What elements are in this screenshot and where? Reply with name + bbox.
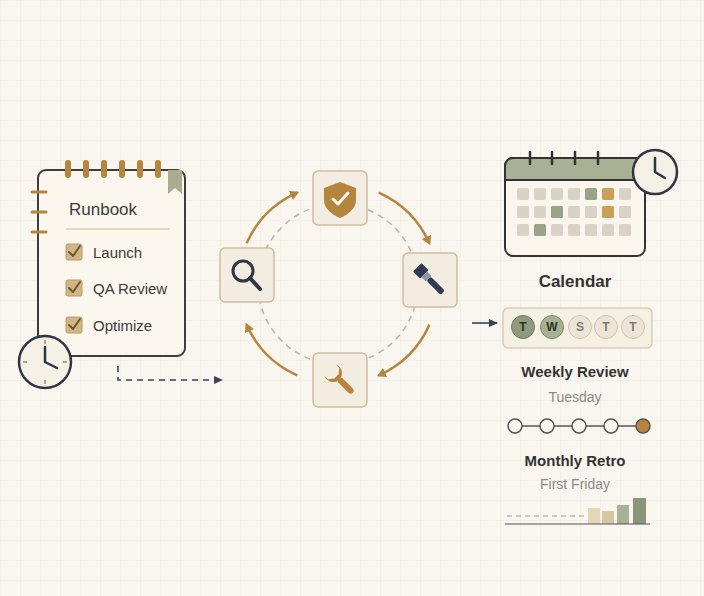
day-letter: T	[519, 321, 526, 333]
day-letter: T	[629, 321, 636, 333]
notebook	[32, 160, 185, 356]
checklist-item: QA Review	[93, 280, 167, 298]
notebook-node: RunbookLaunch QA ReviewOptimize	[38, 170, 185, 356]
dashed-arrow	[118, 366, 222, 380]
day-circle: T	[511, 315, 535, 339]
day-circle: T	[621, 315, 645, 339]
day-circle: W	[540, 315, 564, 339]
day-letter: W	[546, 321, 557, 333]
week-strip	[503, 308, 652, 348]
calendar-icon	[505, 150, 677, 256]
cycle	[220, 171, 457, 407]
calendar-node: Calendar	[500, 150, 650, 298]
clock-icon	[19, 336, 71, 388]
day-letter: T	[602, 321, 609, 333]
day-letter: S	[576, 321, 584, 333]
schedule-day: Tuesday	[470, 389, 680, 406]
schedule-day: First Friday	[470, 476, 680, 493]
bar-chart	[505, 498, 650, 524]
checklist-item: Optimize	[93, 317, 152, 335]
timeline	[508, 419, 650, 433]
checklist-item: Launch	[93, 244, 142, 262]
day-circle: S	[568, 315, 592, 339]
day-circle: T	[594, 315, 618, 339]
arrow	[472, 322, 497, 324]
schedule-heading: Weekly Review	[470, 363, 680, 381]
schedule-heading: Monthly Retro	[470, 452, 680, 470]
calendar-heading: Calendar	[500, 272, 650, 292]
notebook-title: Runbook	[69, 200, 137, 220]
